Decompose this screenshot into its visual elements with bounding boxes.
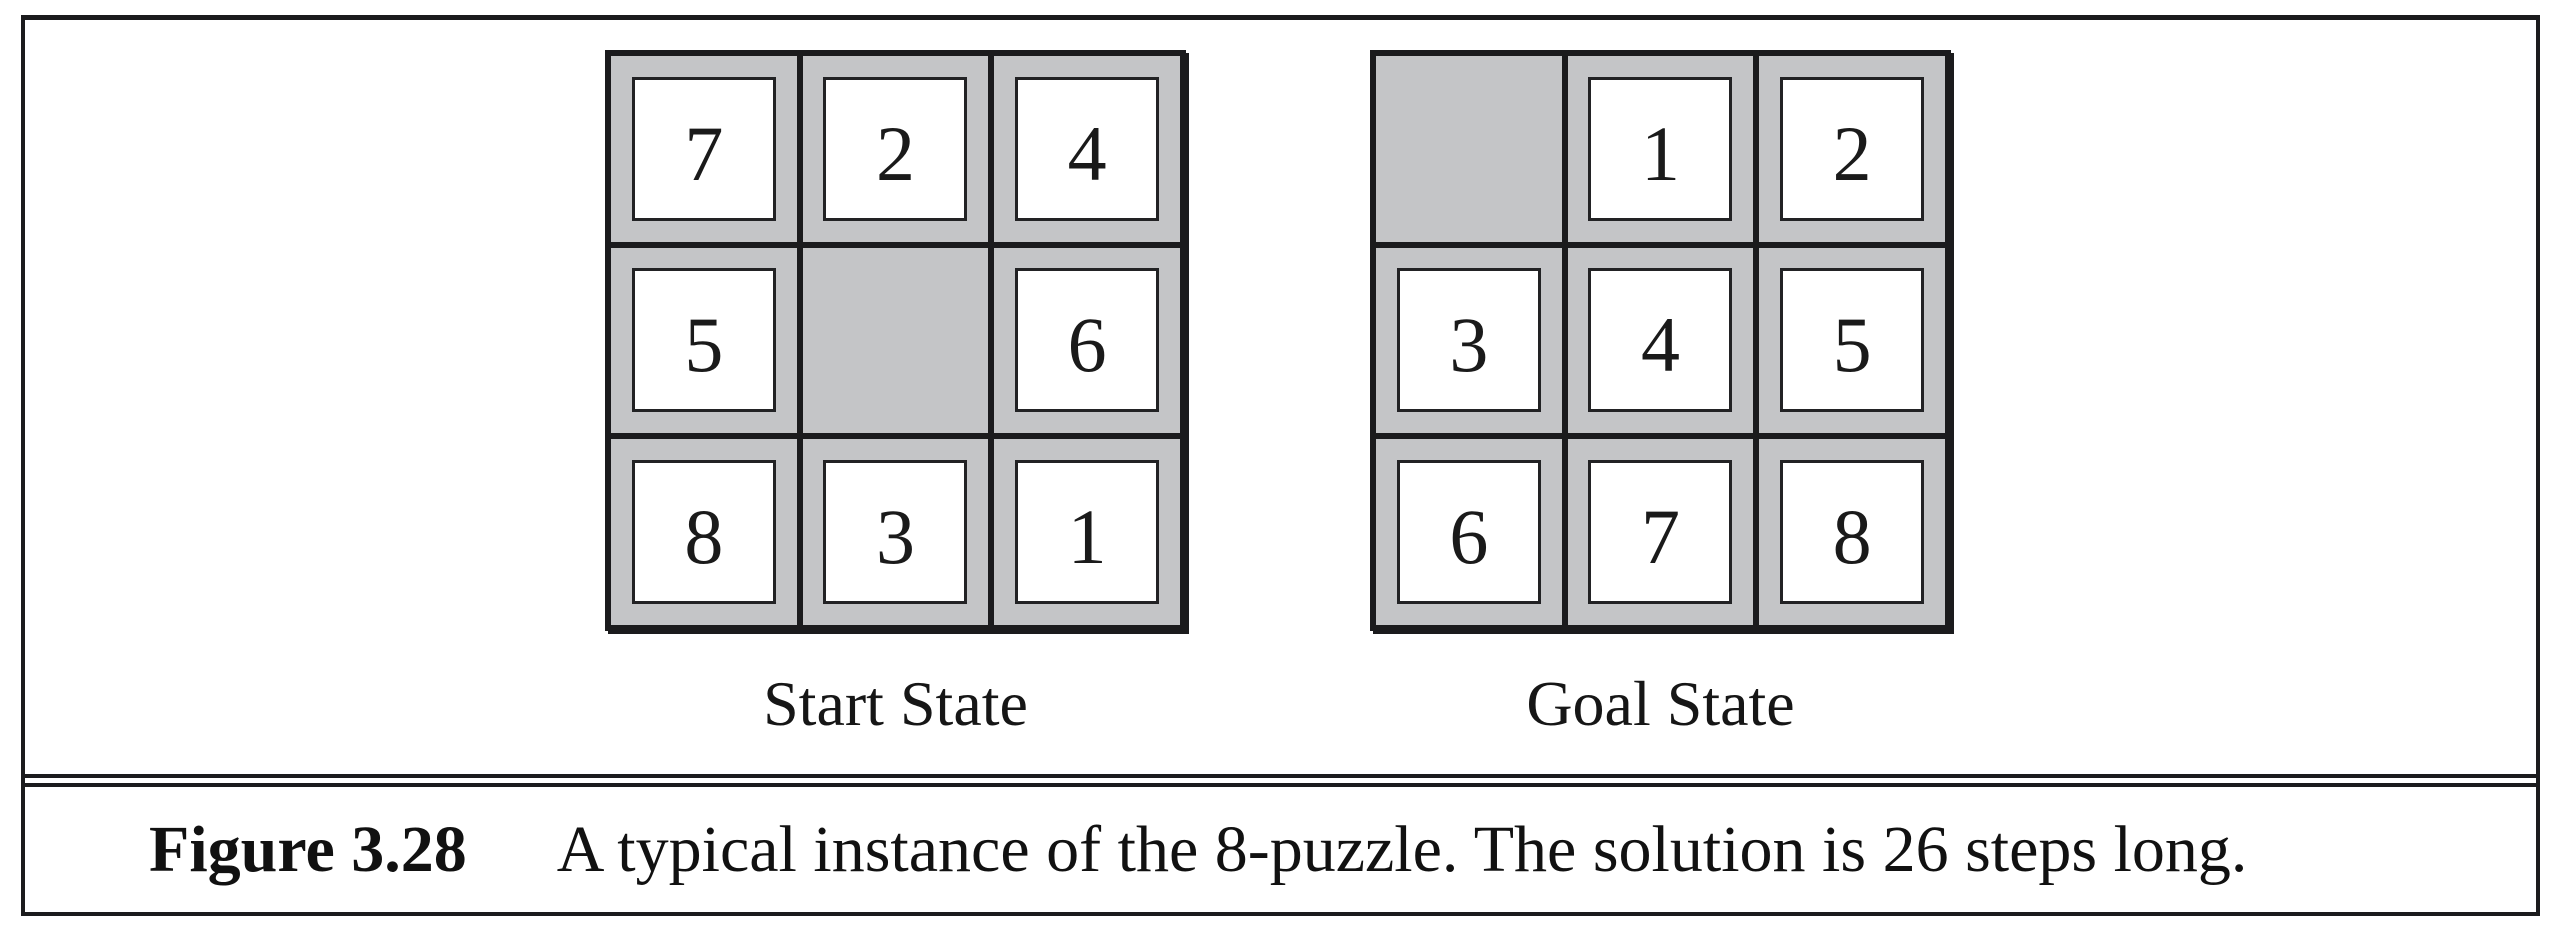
goal-state-board: 1 2 3 4 5 6 7 8: [1370, 50, 1951, 631]
board-cell: 7: [611, 56, 797, 242]
tile-number: 6: [1449, 493, 1489, 581]
tile-number: 7: [684, 109, 724, 197]
tile-number: 4: [1640, 301, 1680, 389]
board-cell: 4: [994, 56, 1180, 242]
blank-cell: [1376, 56, 1562, 242]
tile-6: 6: [1396, 460, 1541, 605]
tile-number: 7: [1640, 493, 1680, 581]
tile-5: 5: [1780, 268, 1925, 413]
separator-rule-bottom: [21, 783, 2540, 787]
start-state-board: 7 2 4 5 6 8 3 1: [605, 50, 1186, 631]
blank-cell: [802, 247, 989, 434]
goal-state-label: Goal State: [1526, 668, 1795, 739]
board-cell: 1: [994, 439, 1180, 625]
tile-number: 3: [1449, 301, 1489, 389]
tile-number: 1: [1067, 493, 1107, 581]
tile-4: 4: [1588, 268, 1733, 413]
tile-number: 1: [1640, 109, 1680, 197]
figure-frame: [21, 15, 2540, 916]
tile-number: 6: [1067, 301, 1107, 389]
tile-7: 7: [631, 76, 776, 221]
tile-4: 4: [1015, 76, 1160, 221]
figure-caption-label: Figure 3.28: [149, 813, 467, 886]
board-cell: 3: [802, 439, 989, 625]
board-cell: 1: [1567, 56, 1754, 242]
figure-caption-text: A typical instance of the 8-puzzle. The …: [556, 813, 2248, 886]
board-cell: 6: [994, 247, 1180, 434]
separator-rule-top: [21, 774, 2540, 778]
board-cell: 2: [1759, 56, 1945, 242]
tile-7: 7: [1588, 460, 1733, 605]
tile-number: 2: [1832, 109, 1872, 197]
tile-3: 3: [823, 460, 968, 605]
tile-number: 5: [684, 301, 724, 389]
tile-5: 5: [631, 268, 776, 413]
start-state-label: Start State: [763, 668, 1028, 739]
tile-1: 1: [1015, 460, 1160, 605]
tile-1: 1: [1588, 76, 1733, 221]
tile-3: 3: [1396, 268, 1541, 413]
board-cell: 2: [802, 56, 989, 242]
board-cell: 3: [1376, 247, 1562, 434]
tile-8: 8: [1780, 460, 1925, 605]
board-cell: 8: [1759, 439, 1945, 625]
figure-caption: Figure 3.28 A typical instance of the 8-…: [25, 791, 2536, 909]
tile-2: 2: [1780, 76, 1925, 221]
tile-number: 3: [875, 493, 915, 581]
tile-8: 8: [631, 460, 776, 605]
board-cell: 5: [1759, 247, 1945, 434]
board-cell: 5: [611, 247, 797, 434]
tile-number: 8: [684, 493, 724, 581]
board-cell: 8: [611, 439, 797, 625]
tile-number: 5: [1832, 301, 1872, 389]
board-cell: 4: [1567, 247, 1754, 434]
tile-number: 4: [1067, 109, 1107, 197]
tile-2: 2: [823, 76, 968, 221]
tile-number: 8: [1832, 493, 1872, 581]
board-cell: 6: [1376, 439, 1562, 625]
tile-6: 6: [1015, 268, 1160, 413]
board-cell: 7: [1567, 439, 1754, 625]
tile-number: 2: [875, 109, 915, 197]
